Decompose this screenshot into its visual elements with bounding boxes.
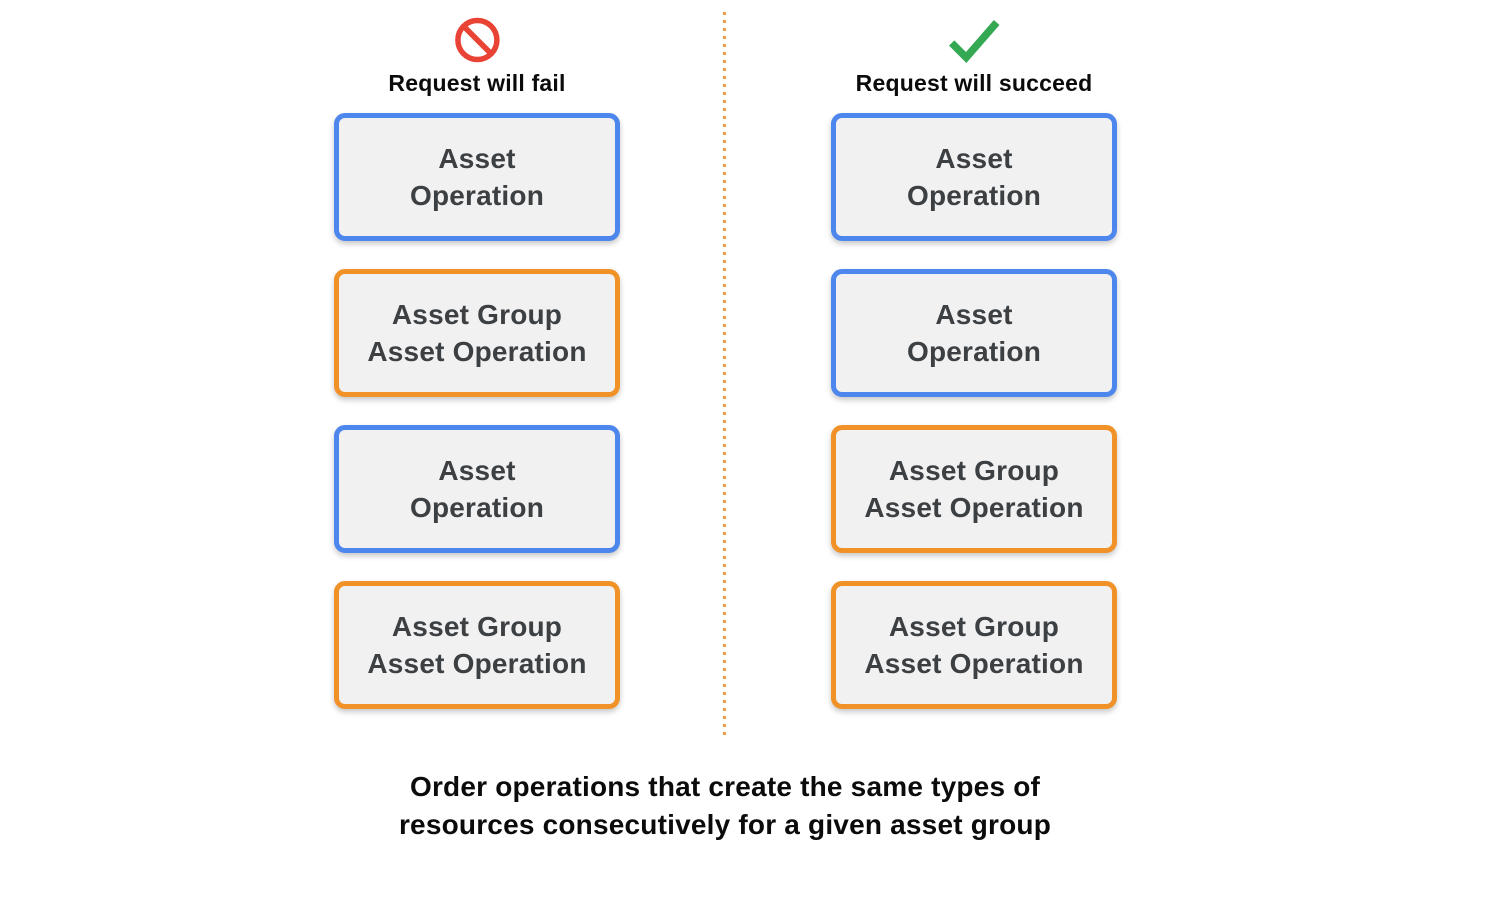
box-label: Asset Group Asset Operation: [864, 611, 1084, 679]
succeed-title: Request will succeed: [855, 70, 1093, 96]
fail-column: Request will fail Asset Operation Asset …: [334, 17, 620, 709]
asset-operation-box: Asset Operation: [334, 113, 620, 241]
box-label: Asset Operation: [906, 143, 1042, 211]
asset-operation-box: Asset Operation: [334, 425, 620, 553]
box-label: Asset Group Asset Operation: [864, 455, 1084, 523]
column-divider: [723, 12, 726, 740]
succeed-header: Request will succeed: [856, 12, 1093, 98]
asset-group-asset-operation-box: Asset Group Asset Operation: [831, 425, 1117, 553]
asset-group-asset-operation-box: Asset Group Asset Operation: [334, 581, 620, 709]
succeed-column: Request will succeed Asset Operation Ass…: [831, 20, 1117, 709]
box-label: Asset Operation: [409, 455, 545, 523]
box-label: Asset Group Asset Operation: [367, 299, 587, 367]
box-label: Asset Operation: [409, 143, 545, 211]
box-label: Asset Group Asset Operation: [367, 611, 587, 679]
asset-group-asset-operation-box: Asset Group Asset Operation: [334, 269, 620, 397]
box-label: Asset Operation: [906, 299, 1042, 367]
asset-operation-box: Asset Operation: [831, 113, 1117, 241]
fail-title: Request will fail: [388, 70, 566, 96]
caption: Order operations that create the same ty…: [398, 771, 1052, 840]
asset-operation-box: Asset Operation: [831, 269, 1117, 397]
prohibited-icon: [454, 12, 500, 68]
asset-group-asset-operation-box: Asset Group Asset Operation: [831, 581, 1117, 709]
checkmark-icon: [945, 12, 1003, 68]
fail-header: Request will fail: [388, 12, 565, 98]
